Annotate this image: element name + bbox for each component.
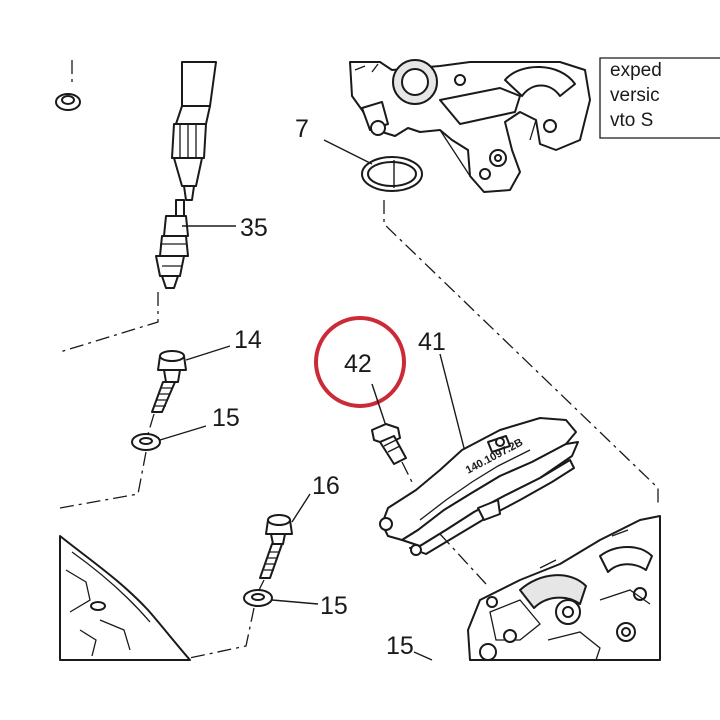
axis-line-15-a xyxy=(59,451,147,509)
callout-7: 7 xyxy=(295,115,309,143)
highlight-circle-42 xyxy=(314,316,406,408)
axis-line-15-b xyxy=(179,607,255,661)
washer-15-b xyxy=(243,589,273,607)
washer-15-a xyxy=(131,433,161,451)
leader-15-b xyxy=(271,599,319,605)
axis-line-35 xyxy=(59,292,159,353)
callout-41: 41 xyxy=(418,328,446,356)
callout-16: 16 xyxy=(312,472,340,500)
lower-cylinder-head-part xyxy=(467,515,661,661)
callout-42: 42 xyxy=(344,350,372,378)
chain-guide-41: 140.1097.2B xyxy=(379,417,579,556)
callout-15-c: 15 xyxy=(386,632,414,660)
small-bolt-top-left xyxy=(55,60,81,111)
callout-15-b: 15 xyxy=(320,592,348,620)
bolt-16 xyxy=(259,514,293,579)
axis-line-42 xyxy=(401,461,413,483)
axis-line-14 xyxy=(147,413,155,435)
leader-16 xyxy=(291,493,311,523)
callout-35: 35 xyxy=(240,214,268,242)
callout-15-a: 15 xyxy=(212,404,240,432)
axis-line-7 xyxy=(383,200,659,504)
o-ring-7 xyxy=(361,156,423,192)
leader-41 xyxy=(439,353,465,449)
spark-plug-35 xyxy=(155,61,217,289)
note-line-3: vto S xyxy=(610,110,653,131)
leader-42 xyxy=(371,383,387,427)
axis-line-41 xyxy=(439,533,487,585)
leader-15-c xyxy=(413,651,433,661)
note-box: exped versic vto S xyxy=(599,57,720,139)
leader-15-a xyxy=(159,425,207,441)
bolt-14 xyxy=(151,350,187,413)
note-line-2: versic xyxy=(610,85,660,106)
upper-cylinder-head-part xyxy=(349,59,591,193)
callout-14: 14 xyxy=(234,326,262,354)
screw-42 xyxy=(371,423,407,465)
note-line-1: exped xyxy=(610,60,662,81)
leader-14 xyxy=(185,345,231,361)
leader-7 xyxy=(323,139,373,165)
cover-casting-bottom-left xyxy=(59,535,191,661)
